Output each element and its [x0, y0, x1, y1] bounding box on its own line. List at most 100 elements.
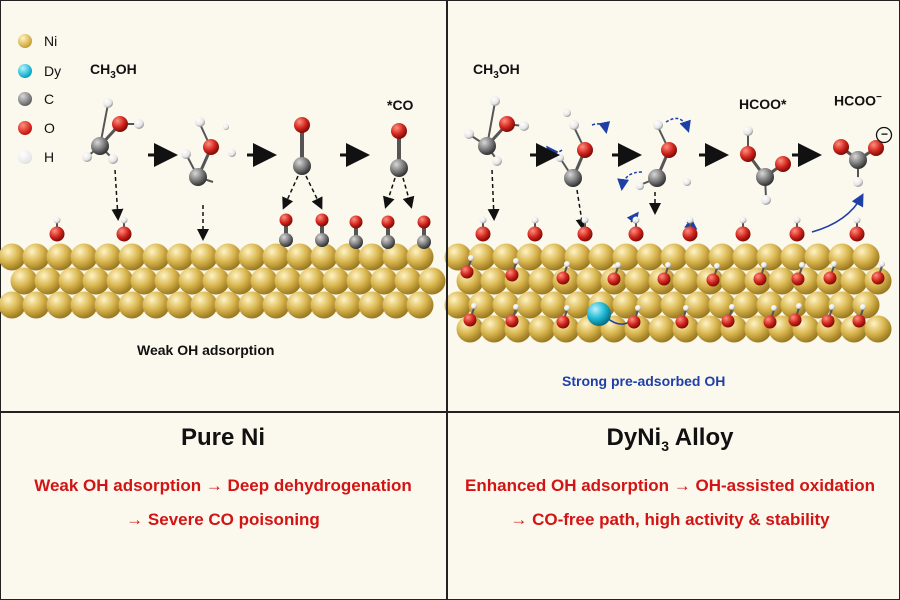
ni-atom: [444, 291, 472, 319]
ni-atom: [864, 315, 892, 343]
o-atom-icon: [18, 121, 32, 135]
ni-atom: [58, 267, 86, 295]
panel-divider-horizontal: [0, 411, 900, 413]
panel-divider-vertical: [446, 0, 448, 600]
subsurface-oxygen: [871, 271, 885, 285]
ni-atom: [382, 291, 410, 319]
h-atom: [531, 216, 539, 224]
ni-atom: [166, 291, 194, 319]
legend-label: O: [44, 120, 55, 136]
subsurface-oxygen: [753, 272, 767, 286]
ni-atom: [636, 291, 664, 319]
ni-atom: [648, 315, 676, 343]
oh-oxygen: [628, 226, 644, 242]
legend-label: Dy: [44, 63, 62, 79]
ni-atom: [480, 315, 508, 343]
ni-atom: [528, 315, 556, 343]
panel-title-pure-ni: Pure Ni: [180, 424, 266, 451]
ni-atom: [46, 243, 74, 271]
ni-atom: [334, 291, 362, 319]
h-atom: [771, 305, 777, 311]
ni-atom: [286, 291, 314, 319]
negative-charge-icon: [875, 126, 893, 144]
ni-atom: [576, 267, 604, 295]
ni-atom: [0, 291, 26, 319]
legend-item-ni: Ni: [18, 33, 57, 49]
c-atom-icon: [18, 92, 32, 106]
ni-atom: [804, 243, 832, 271]
co-oxygen: [315, 213, 329, 227]
ni-atom: [250, 267, 278, 295]
dy-atom: [587, 302, 611, 326]
methanol-label-left: CH3OH: [90, 61, 137, 81]
ni-atom: [492, 291, 520, 319]
ni-atom: [852, 243, 880, 271]
ni-atom: [382, 243, 410, 271]
intermediate-molecule-left: [181, 117, 236, 186]
ni-atom: [612, 291, 640, 319]
ni-atom: [480, 267, 508, 295]
oh-oxygen: [116, 226, 132, 242]
ni-atom: [528, 267, 556, 295]
h-atom: [615, 262, 621, 268]
dy-atom-icon: [18, 64, 32, 78]
subsurface-oxygen: [721, 314, 735, 328]
ni-atom: [10, 267, 38, 295]
ni-atom: [358, 243, 386, 271]
adsorbed-species-right: [460, 216, 885, 329]
legend-item-c: C: [18, 91, 54, 107]
ni-atom: [804, 291, 832, 319]
ni-atom: [684, 243, 712, 271]
ni-atom: [94, 291, 122, 319]
ni-atom: [310, 291, 338, 319]
ni-atom: [94, 243, 122, 271]
ni-atom: [70, 243, 98, 271]
ni-atom: [516, 291, 544, 319]
ni-atom: [298, 267, 326, 295]
subsurface-oxygen: [460, 265, 474, 279]
panel-title-dyni3: DyNi3 Alloy: [606, 424, 734, 454]
subsurface-oxygen: [675, 315, 689, 329]
co-carbon: [279, 233, 293, 247]
legend-label: Ni: [44, 33, 58, 49]
ni-atom: [214, 291, 242, 319]
co-oxygen: [381, 215, 395, 229]
subsurface-oxygen: [763, 315, 777, 329]
ni-atom: [202, 267, 230, 295]
ni-atom: [540, 243, 568, 271]
ni-atom: [468, 291, 496, 319]
h-atom-icon: [18, 150, 32, 164]
ni-atom: [226, 267, 254, 295]
ni-atom: [696, 315, 724, 343]
hcoo-adsorbed-molecule: [740, 126, 791, 205]
ni-atom: [780, 291, 808, 319]
ni-surface-right: [444, 243, 892, 343]
ni-atom: [708, 243, 736, 271]
h-atom: [635, 305, 641, 311]
charge-sign: −: [880, 127, 888, 141]
intermediate-molecule-right-1: [546, 109, 611, 187]
ni-atom: [322, 267, 350, 295]
ni-atom: [346, 267, 374, 295]
adsorbed-species-left: [49, 213, 431, 249]
oh-oxygen: [682, 226, 698, 242]
ni-atom: [564, 243, 592, 271]
ni-atom: [130, 267, 158, 295]
co-oxygen: [417, 215, 431, 229]
h-atom: [53, 216, 61, 224]
co-label: *CO: [387, 97, 414, 113]
desorption-arrow: [811, 193, 864, 233]
ni-atom: [274, 267, 302, 295]
ni-atom: [588, 243, 616, 271]
h-atom: [564, 305, 570, 311]
ni-atom: [370, 267, 398, 295]
h-atom: [761, 262, 767, 268]
co-molecule-left-2: [390, 123, 408, 177]
subsurface-oxygen: [823, 271, 837, 285]
subsurface-oxygen: [505, 268, 519, 282]
ni-atom: [456, 315, 484, 343]
ni-atom: [0, 243, 26, 271]
ni-atom: [406, 243, 434, 271]
h-atom: [120, 216, 128, 224]
